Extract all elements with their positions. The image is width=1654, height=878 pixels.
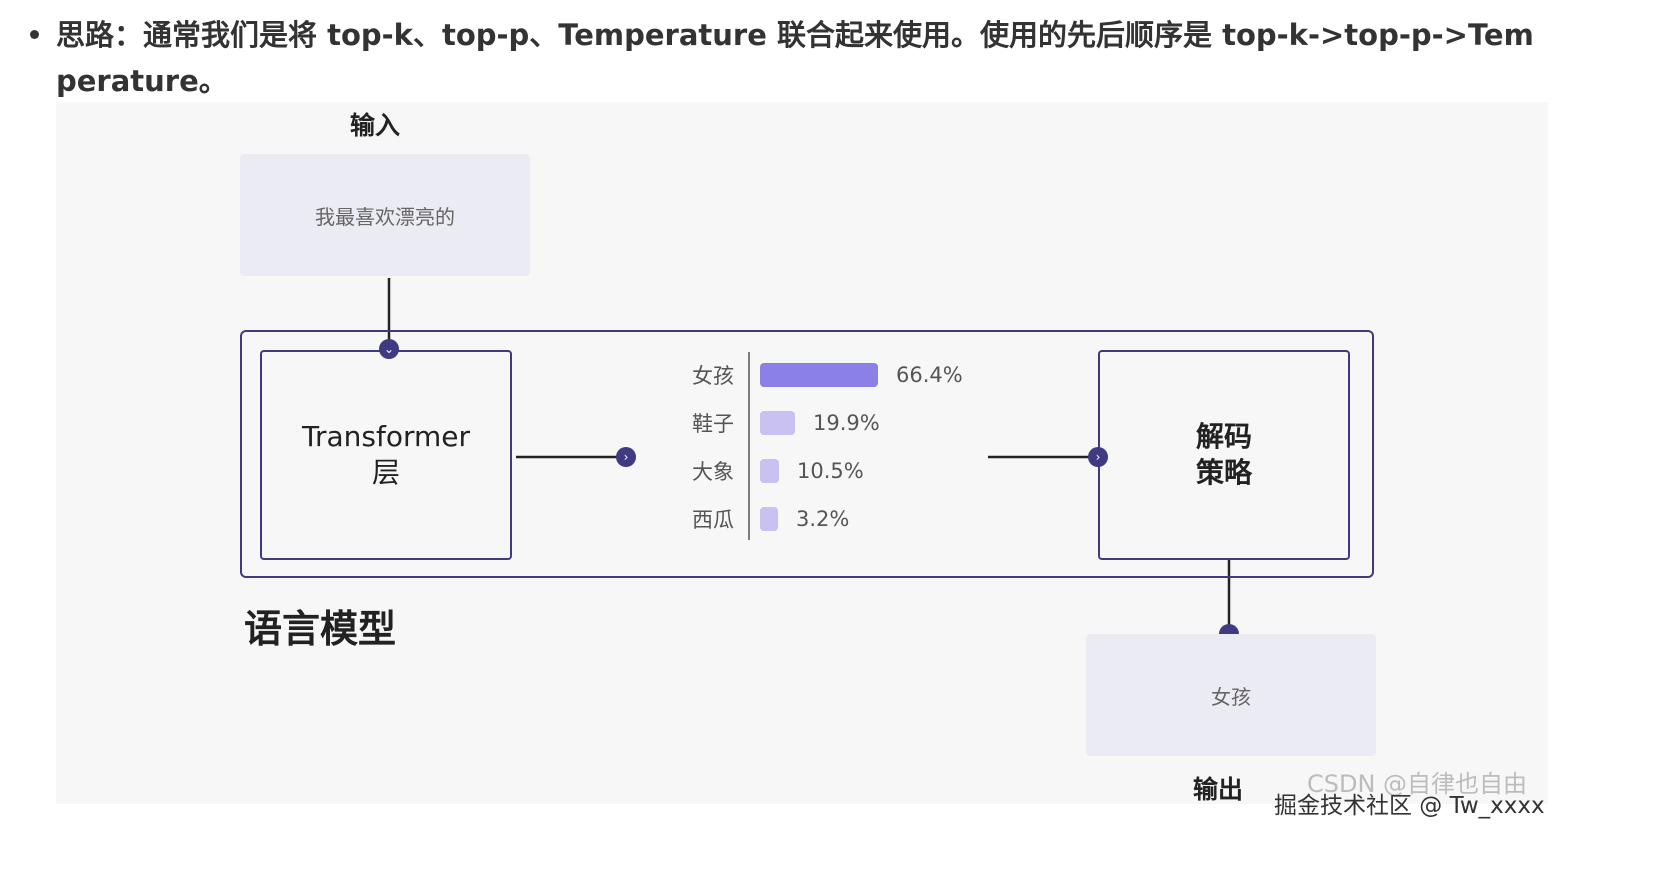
chevron-right-icon: › (616, 447, 636, 467)
distribution-bar (760, 507, 778, 531)
transformer-label: Transformer (301, 420, 470, 453)
distribution-percent: 66.4% (896, 363, 963, 387)
distribution-percent: 3.2% (796, 507, 850, 531)
language-model-frame (240, 330, 1374, 578)
distribution-row: 西瓜 3.2% (678, 506, 849, 532)
distribution-bar (760, 411, 795, 435)
distribution-bar (760, 459, 779, 483)
chevron-down-icon: ⌄ (379, 339, 399, 359)
juejin-watermark: 掘金技术社区 @ Tw_xxxx (1274, 793, 1545, 819)
chevron-right-icon: › (1088, 447, 1108, 467)
decoder-label-line1: 解码 (1195, 420, 1252, 453)
output-label: 输出 (1193, 775, 1244, 804)
distribution-word: 女孩 (692, 364, 734, 388)
distribution-row: 女孩 66.4% (678, 362, 963, 388)
model-label: 语言模型 (244, 607, 397, 651)
distribution-word: 大象 (692, 460, 734, 484)
csdn-watermark: CSDN @自律也自由 (1307, 770, 1528, 798)
transformer-sublabel: 层 (371, 456, 400, 489)
input-label: 输入 (350, 111, 401, 140)
diagram-image: 输入 我最喜欢漂亮的 Transformer 层 解码 策略 语言模型 ⌄ › … (56, 102, 1548, 804)
distribution-percent: 19.9% (813, 411, 880, 435)
output-box: 女孩 (1086, 634, 1376, 756)
decoder-label-line2: 策略 (1195, 456, 1252, 489)
transformer-box: Transformer 层 (260, 350, 512, 560)
distribution-row: 大象 10.5% (678, 458, 864, 484)
bullet-dot (30, 30, 39, 39)
distribution-bar (760, 363, 878, 387)
decoder-box: 解码 策略 (1098, 350, 1350, 560)
input-box: 我最喜欢漂亮的 (240, 154, 530, 276)
bullet-text: 思路：通常我们是将 top-k、top-p、Temperature 联合起来使用… (56, 18, 1534, 98)
distribution-word: 西瓜 (692, 508, 734, 532)
diagram-connectors (387, 278, 1231, 634)
distribution-word: 鞋子 (692, 412, 734, 436)
distribution-percent: 10.5% (797, 459, 864, 483)
distribution-row: 鞋子 19.9% (678, 410, 880, 436)
